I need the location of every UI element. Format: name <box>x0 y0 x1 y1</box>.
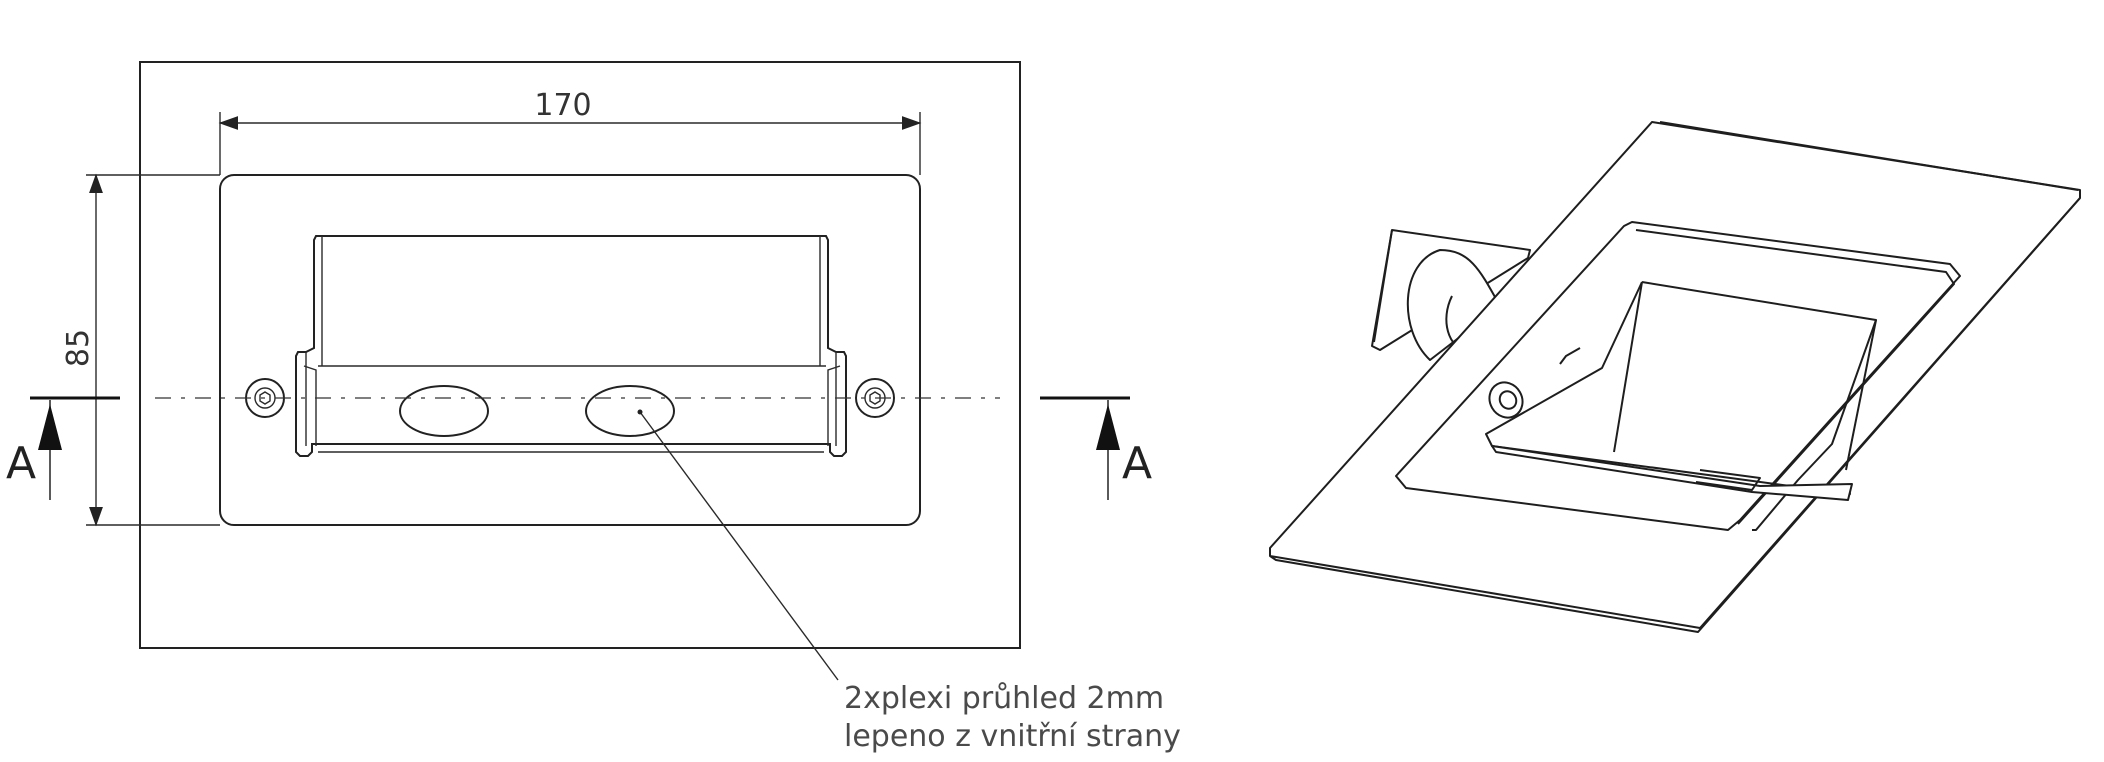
inner-flange <box>219 174 921 526</box>
front-view: 170 85 A A <box>6 61 1152 681</box>
width-dimension-text: 170 <box>534 88 591 123</box>
tray-outline <box>295 235 847 457</box>
outer-plate <box>139 61 1021 649</box>
section-label-left: A <box>6 438 36 489</box>
height-dimension: 85 <box>61 173 220 527</box>
height-dimension-text: 85 <box>61 329 96 367</box>
plexi-window-right <box>585 385 675 437</box>
callout-line-2: lepeno z vnitřní strany <box>844 719 1181 754</box>
isometric-view <box>1269 121 2081 633</box>
plexi-window-left <box>399 385 489 437</box>
width-dimension: 170 <box>218 88 922 175</box>
callout-leader <box>639 411 839 681</box>
callout-line-1: 2xplexi průhled 2mm <box>844 681 1164 716</box>
section-marker-right: A <box>1040 396 1152 500</box>
section-label-right: A <box>1122 438 1152 489</box>
section-marker-left: A <box>6 396 120 500</box>
